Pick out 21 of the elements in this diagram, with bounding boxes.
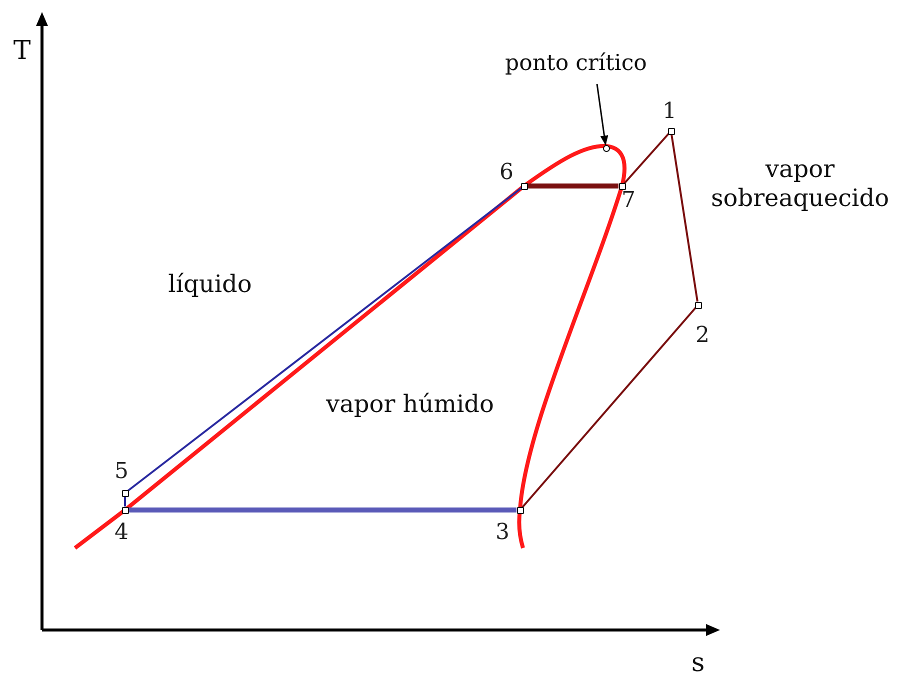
point-number: 5 — [114, 460, 128, 482]
annotation-text: ponto crítico — [505, 52, 647, 76]
point-number: 4 — [114, 522, 128, 544]
region-label: T — [12, 36, 32, 68]
leader-arrow — [596, 84, 608, 146]
process-line — [128, 508, 516, 512]
point-number: 7 — [622, 190, 636, 212]
point-number: 6 — [500, 162, 514, 184]
process-line — [522, 306, 696, 508]
point-number: 1 — [662, 100, 676, 122]
process-line — [670, 134, 698, 302]
process-line — [528, 184, 618, 188]
region-label: líquido — [167, 270, 253, 299]
region-label: vapor húmido — [325, 390, 495, 419]
point-number: 2 — [696, 324, 710, 346]
point-number: 3 — [496, 522, 510, 544]
process-line — [624, 132, 670, 184]
region-label: s — [690, 648, 706, 679]
process-line — [127, 187, 522, 492]
region-label: vapor sobreaquecido — [710, 155, 890, 213]
process-line — [124, 496, 126, 506]
